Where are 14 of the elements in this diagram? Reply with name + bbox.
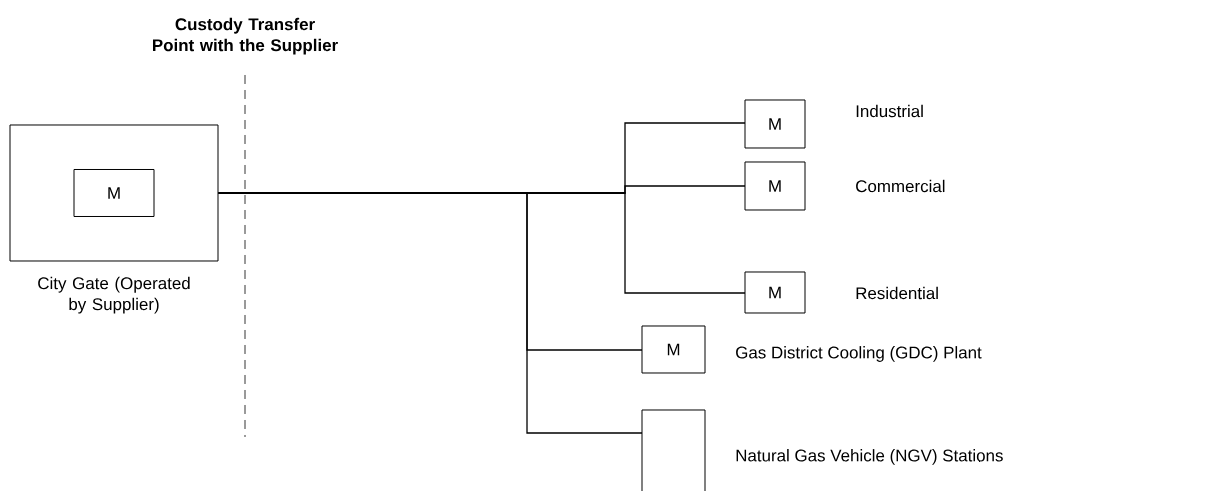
connector-line: [217, 192, 643, 434]
node-label: City Gate (Operated by Supplier): [38, 276, 190, 314]
node-label: Gas District Cooling (GDC) Plant: [736, 346, 982, 362]
empty-box: [641, 409, 706, 491]
node-label: Residential: [856, 286, 938, 300]
node-label: Industrial: [856, 104, 923, 118]
boundary-label: Custody Transfer Point with the Supplier: [153, 17, 338, 55]
meter-box: M: [744, 161, 806, 211]
node-label: Natural Gas Vehicle (NGV) Stations: [736, 449, 1003, 465]
meter-box: M: [744, 99, 806, 149]
node-label: Commercial: [856, 179, 945, 193]
meter-box: M: [641, 325, 706, 374]
meter-box: M: [744, 271, 806, 314]
meter-box: M: [73, 169, 155, 217]
